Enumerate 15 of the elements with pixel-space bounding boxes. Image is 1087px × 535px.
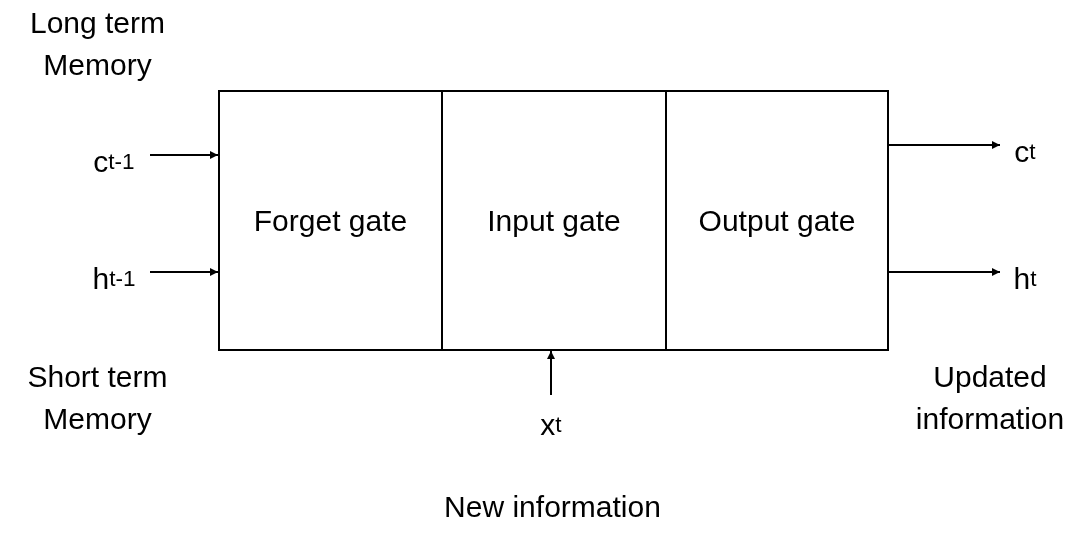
gate-label: Output gate: [698, 203, 856, 238]
gate-label: Forget gate: [253, 203, 408, 238]
gate-box: [441, 90, 667, 351]
gate-label: Input gate: [487, 203, 621, 238]
gate-box: [218, 90, 443, 351]
arrow: [888, 268, 1001, 276]
arrow: [149, 268, 219, 276]
arrow: [149, 151, 219, 159]
gate-box: [665, 90, 889, 351]
arrow: [547, 350, 555, 396]
arrow: [888, 141, 1001, 149]
annotation-text: Short term Memory: [26, 359, 169, 437]
annotation-text: Updated information: [914, 359, 1066, 437]
annotation-text: New information: [443, 489, 662, 525]
annotation-text: Long term Memory: [28, 5, 167, 83]
